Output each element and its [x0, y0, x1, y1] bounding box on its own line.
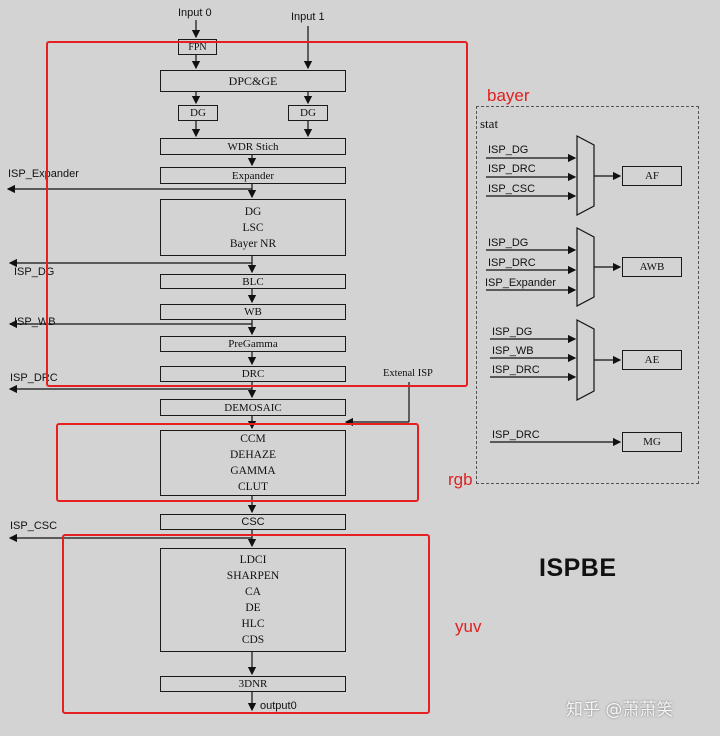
bayer-region — [46, 41, 468, 387]
yuv-group-block: LDCI SHARPEN CA DE HLC CDS — [160, 548, 346, 652]
input0-label: Input 0 — [178, 7, 212, 19]
rgb-group-block: CCM DEHAZE GAMMA CLUT — [160, 430, 346, 496]
wb-block: WB — [160, 304, 346, 320]
yuv-group-sharpen: SHARPEN — [226, 570, 280, 582]
isp-expander-label: ISP_Expander — [8, 168, 79, 180]
bayer-group-block: DG LSC Bayer NR — [160, 199, 346, 256]
fpn-block: FPN — [178, 39, 217, 55]
bayer-region-label: bayer — [487, 86, 530, 105]
rgb-group-ccm: CCM — [240, 433, 266, 445]
wdr-stitch-block: WDR Stich — [160, 138, 346, 155]
yuv-group-ldci: LDCI — [239, 554, 267, 566]
yuv-region-label: yuv — [455, 617, 482, 636]
awb-input-isp-dg: ISP_DG — [488, 237, 529, 249]
dg-left-block: DG — [178, 105, 218, 121]
yuv-group-cds: CDS — [241, 634, 265, 646]
bayer-group-bayer-nr: Bayer NR — [229, 237, 277, 250]
isp-drc-label: ISP_DRC — [10, 372, 58, 384]
demosaic-block: DEMOSAIC — [160, 399, 346, 416]
awb-block: AWB — [622, 257, 682, 277]
blc-block: BLC — [160, 274, 346, 289]
isp-wb-label: ISP_WB — [14, 316, 56, 328]
yuv-group-hlc: HLC — [241, 618, 265, 630]
awb-input-isp-drc: ISP_DRC — [488, 257, 536, 269]
csc-block: CSC — [160, 514, 346, 530]
input1-label: Input 1 — [291, 11, 325, 23]
dpcge-block: DPC&GE — [160, 70, 346, 92]
yuv-group-de: DE — [245, 602, 261, 614]
rgb-group-dehaze: DEHAZE — [230, 449, 276, 461]
ispbe-heading: ISPBE — [539, 554, 617, 582]
mg-block: MG — [622, 432, 682, 452]
af-input-isp-csc: ISP_CSC — [488, 183, 536, 195]
3dnr-block: 3DNR — [160, 676, 346, 692]
awb-input-isp-expander: ISP_Expander — [485, 277, 556, 289]
ae-block: AE — [622, 350, 682, 370]
bayer-group-lsc: LSC — [242, 221, 264, 234]
rgb-region-label: rgb — [448, 470, 473, 489]
drc-block: DRC — [160, 366, 346, 382]
bayer-group-dg: DG — [244, 205, 262, 218]
af-input-isp-drc: ISP_DRC — [488, 163, 536, 175]
ae-input-isp-drc: ISP_DRC — [492, 364, 540, 376]
external-isp-label: Extenal ISP — [383, 368, 433, 379]
stat-title: stat — [480, 116, 499, 131]
stat-panel — [476, 106, 699, 484]
ae-input-isp-dg: ISP_DG — [492, 326, 533, 338]
yuv-group-ca: CA — [245, 586, 261, 598]
rgb-group-gamma: GAMMA — [230, 465, 276, 477]
watermark-text: 知乎 @萧萧笑 — [566, 700, 674, 720]
pregamma-block: PreGamma — [160, 336, 346, 352]
rgb-group-clut: CLUT — [237, 481, 269, 493]
rgb-region — [56, 423, 419, 502]
dg-right-block: DG — [288, 105, 328, 121]
expander-block: Expander — [160, 167, 346, 184]
af-block: AF — [622, 166, 682, 186]
ae-input-isp-wb: ISP_WB — [492, 345, 534, 357]
yuv-region — [62, 534, 430, 714]
isp-dg-label: ISP_DG — [14, 266, 55, 278]
output0-label: output0 — [260, 700, 297, 712]
af-input-isp-dg: ISP_DG — [488, 144, 529, 156]
mg-input-isp-drc: ISP_DRC — [492, 429, 540, 441]
isp-csc-label: ISP_CSC — [10, 520, 58, 532]
